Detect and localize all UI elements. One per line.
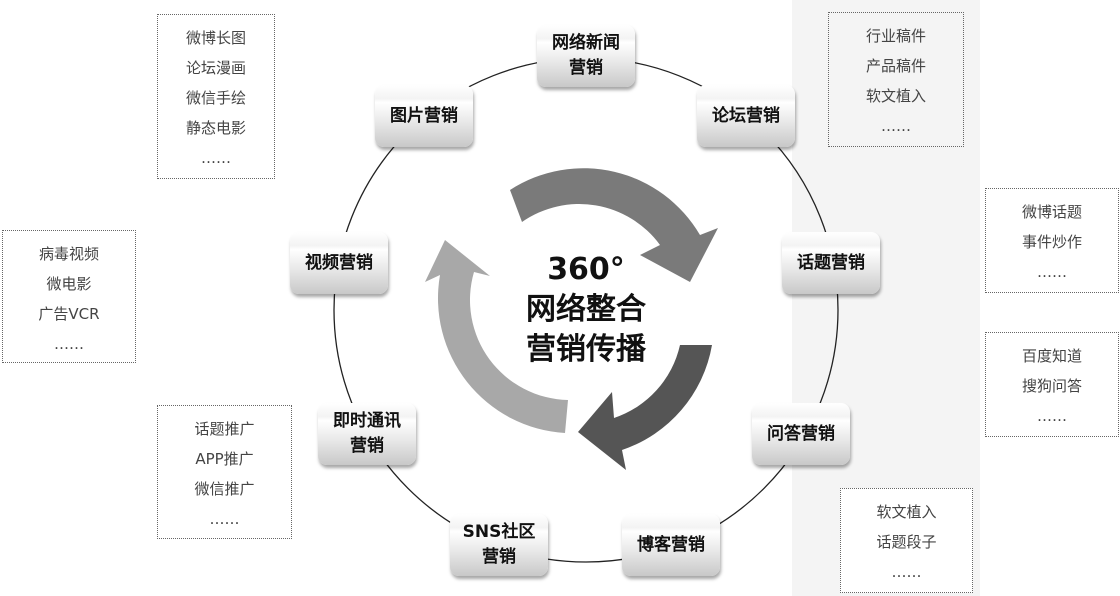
cycle-arrow-top [510, 168, 718, 282]
node-label: 图片营销 [390, 105, 458, 126]
box-item: 微博长图 [185, 29, 246, 47]
box-item: 微博话题 [1021, 203, 1082, 221]
box-item: 行业稿件 [865, 27, 926, 45]
box-item: 论坛漫画 [185, 59, 246, 77]
center-title-line1: 360° [547, 252, 625, 287]
box-topic-examples: 微博话题事件炒作 …… [985, 188, 1119, 293]
node-label: 视频营销 [305, 252, 373, 273]
node-label: 即时通讯 [333, 411, 401, 431]
box-item: …… [54, 335, 84, 353]
box-qa-examples: 百度知道搜狗问答 …… [985, 332, 1119, 437]
box-item: 百度知道 [1021, 347, 1082, 365]
box-item: 话题推广 [194, 420, 255, 438]
cycle-arrow-bottom [578, 345, 712, 470]
box-item: 事件炒作 [1021, 233, 1082, 251]
center-title-line3: 营销传播 [526, 332, 646, 367]
box-item: 微信推广 [194, 480, 255, 498]
box-item: 微电影 [46, 275, 92, 293]
node-sns-marketing[interactable]: SNS社区营销 [450, 514, 548, 576]
box-image-examples: 微博长图论坛漫画微信手绘静态电影 …… [157, 14, 275, 179]
box-item: 静态电影 [185, 119, 246, 137]
node-label: 网络新闻 [552, 33, 620, 53]
node-label: 营销 [569, 58, 603, 78]
node-topic-marketing[interactable]: 话题营销 [782, 232, 880, 294]
box-im-examples: 话题推广 APP推广微信推广 …… [157, 405, 292, 539]
box-item: …… [1037, 263, 1067, 281]
box-news-examples: 行业稿件产品稿件软文植入 …… [828, 12, 964, 147]
node-video-marketing[interactable]: 视频营销 [290, 232, 388, 294]
box-item: …… [201, 149, 231, 167]
node-label: 营销 [350, 436, 384, 456]
box-item: 搜狗问答 [1021, 377, 1082, 395]
box-item: 微信手绘 [185, 89, 246, 107]
center-title: 360° 网络整合 营销传播 [486, 250, 686, 370]
node-forum-marketing[interactable]: 论坛营销 [697, 85, 795, 147]
box-item: APP推广 [195, 450, 254, 468]
box-item: 话题段子 [876, 533, 937, 551]
node-label: 营销 [482, 547, 516, 567]
node-label: SNS社区 [462, 522, 536, 542]
box-item: 产品稿件 [865, 57, 926, 75]
node-label: 博客营销 [637, 534, 705, 555]
cycle-arrow-left [425, 240, 568, 433]
box-item: 病毒视频 [38, 245, 99, 263]
node-news-marketing[interactable]: 网络新闻营销 [537, 25, 635, 87]
box-item: …… [209, 510, 240, 528]
box-item: 软文植入 [865, 87, 926, 105]
box-item: …… [1037, 407, 1067, 425]
node-im-marketing[interactable]: 即时通讯营销 [318, 403, 416, 465]
box-blog-examples: 软文植入话题段子 …… [840, 488, 973, 593]
node-qa-marketing[interactable]: 问答营销 [752, 403, 850, 465]
node-image-marketing[interactable]: 图片营销 [375, 85, 473, 147]
box-video-examples: 病毒视频微电影广告VCR …… [2, 230, 136, 363]
box-item: 广告VCR [38, 305, 100, 323]
node-label: 论坛营销 [712, 105, 780, 126]
box-item: 软文植入 [876, 503, 937, 521]
center-title-line2: 网络整合 [526, 292, 646, 327]
node-blog-marketing[interactable]: 博客营销 [622, 514, 720, 576]
node-label: 话题营销 [797, 252, 865, 273]
node-label: 问答营销 [767, 423, 835, 444]
box-item: …… [881, 117, 911, 135]
box-item: …… [891, 563, 922, 581]
